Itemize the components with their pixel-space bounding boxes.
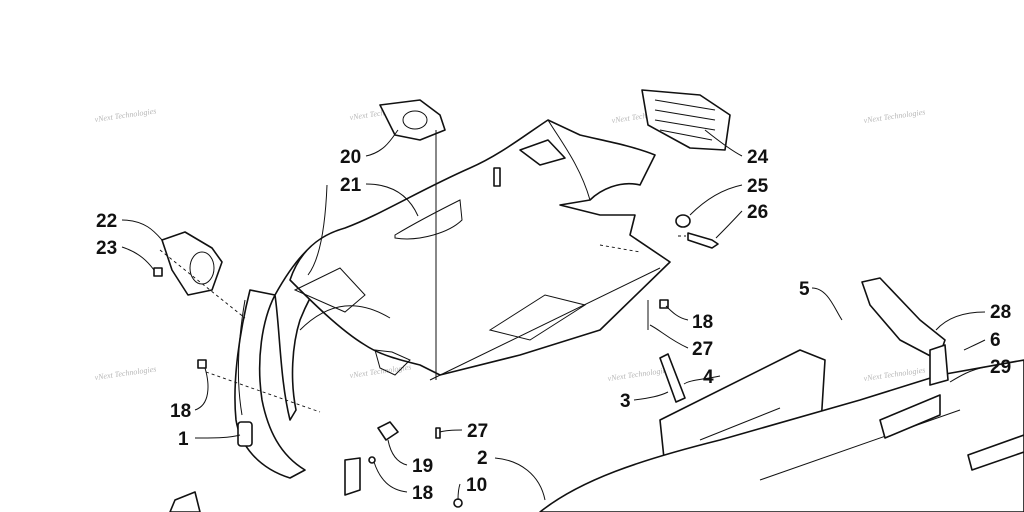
- callout-18-left: 18: [170, 401, 191, 422]
- cone-bracket-part-22: [153, 231, 223, 296]
- callout-28: 28: [990, 302, 1011, 323]
- callout-18-lower: 18: [412, 483, 433, 504]
- watermark-7: vNext Technologies: [607, 365, 670, 383]
- callout-21: 21: [340, 175, 362, 196]
- callout-20: 20: [340, 147, 361, 168]
- callout-23: 23: [96, 238, 117, 259]
- watermark-4: vNext Technologies: [863, 107, 926, 125]
- watermark-8: vNext Technologies: [863, 365, 926, 383]
- watermark-5: vNext Technologies: [94, 364, 157, 382]
- small-hardware-parts: [169, 359, 463, 512]
- callout-29: 29: [990, 357, 1011, 378]
- callout-27-center: 27: [692, 339, 713, 360]
- callout-1: 1: [178, 429, 189, 450]
- grille-part-24: [641, 89, 731, 151]
- callout-2: 2: [477, 448, 488, 469]
- leader-lines: [121, 129, 986, 501]
- callout-5: 5: [799, 279, 810, 300]
- callout-26: 26: [747, 202, 768, 223]
- washer-bolt-parts: [675, 214, 719, 249]
- watermark-6: vNext Technologies: [349, 362, 412, 380]
- bracket-part-20: [379, 99, 446, 380]
- lower-body-part: [539, 359, 1024, 512]
- watermark-1: vNext Technologies: [94, 106, 157, 124]
- side-trim-parts: [861, 277, 949, 386]
- callout-3: 3: [620, 391, 631, 412]
- callout-27-lower: 27: [467, 421, 488, 442]
- tool-part-3: [659, 353, 686, 403]
- callout-24: 24: [747, 147, 769, 168]
- callout-22: 22: [96, 211, 117, 232]
- callout-18-center: 18: [692, 312, 713, 333]
- callout-10: 10: [466, 475, 487, 496]
- callout-6: 6: [990, 330, 1001, 351]
- callout-labels: 20 21 22 23 24 25 26 5 28 6 29 18 27 4 3…: [96, 147, 1011, 504]
- upper-body-part: [289, 119, 671, 381]
- callout-4: 4: [703, 367, 714, 388]
- callout-19: 19: [412, 456, 433, 477]
- callout-25: 25: [747, 176, 769, 197]
